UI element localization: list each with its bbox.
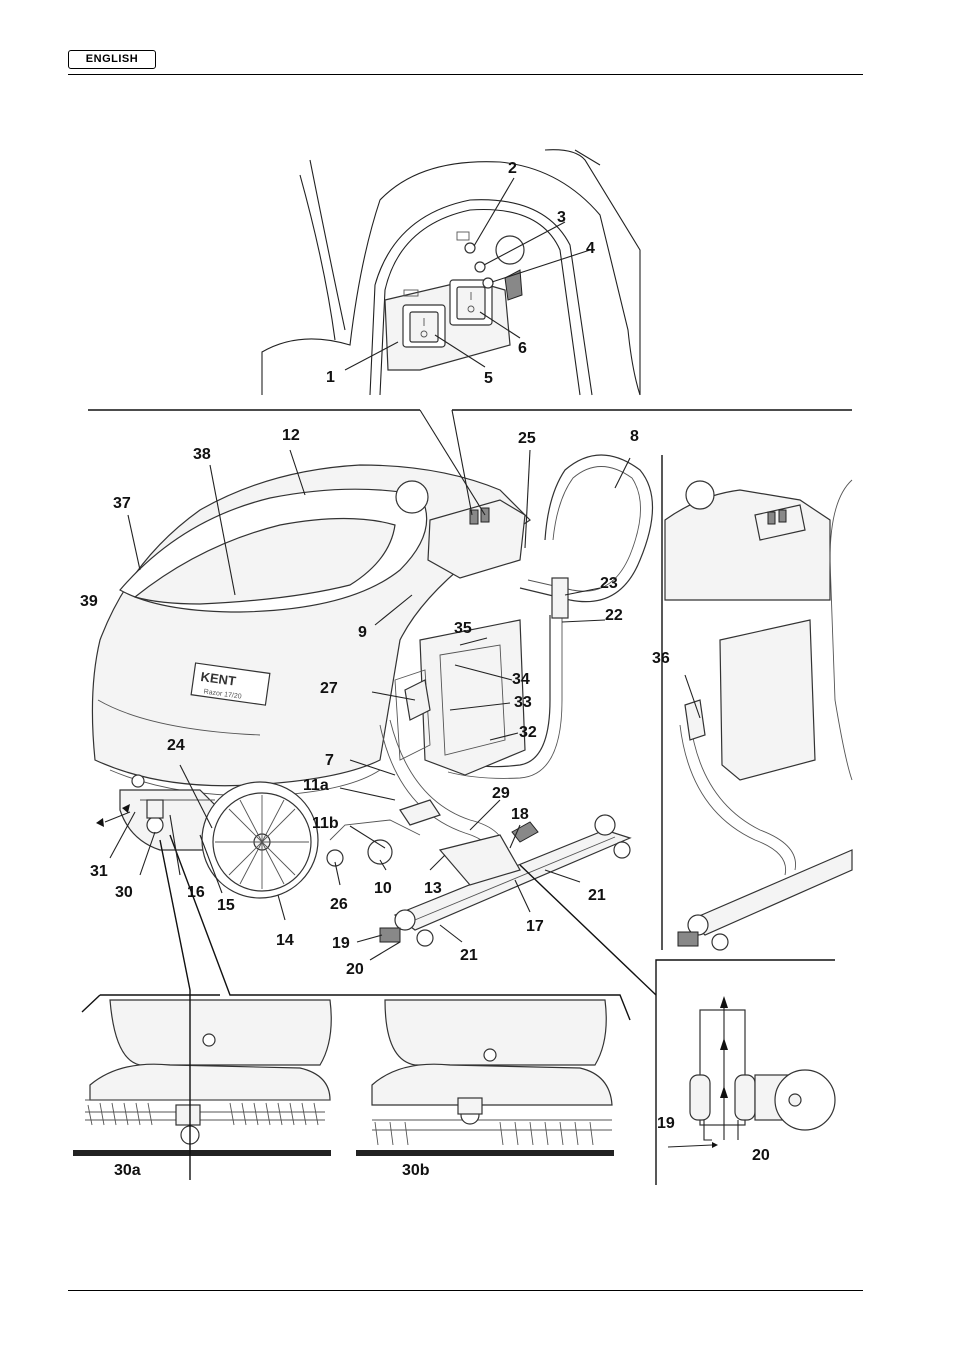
- callout-29: 29: [492, 785, 510, 802]
- callout-5: 5: [484, 370, 493, 387]
- callout-11b: 11b: [312, 815, 339, 832]
- callout-23: 23: [600, 575, 618, 592]
- callout-4: 4: [586, 240, 595, 257]
- callout-10: 10: [374, 880, 392, 897]
- callout-14: 14: [276, 932, 294, 949]
- callout-30a: 30a: [114, 1162, 141, 1179]
- callout-21-right: 21: [588, 887, 606, 904]
- callout-detail-20: 20: [752, 1147, 770, 1164]
- callout-16: 16: [187, 884, 205, 901]
- callout-7: 7: [325, 752, 334, 769]
- callout-6: 6: [518, 340, 527, 357]
- callout-15: 15: [217, 897, 235, 914]
- callout-3: 3: [557, 209, 566, 226]
- callout-20: 20: [346, 961, 364, 978]
- callout-25: 25: [518, 430, 536, 447]
- callout-38: 38: [193, 446, 211, 463]
- callout-2: 2: [508, 160, 517, 177]
- callout-34: 34: [512, 671, 530, 688]
- callout-27: 27: [320, 680, 338, 697]
- callout-11a: 11a: [303, 777, 329, 794]
- callout-12: 12: [282, 427, 300, 444]
- brush-deck-inset-30a: [73, 995, 331, 1156]
- callout-17: 17: [526, 918, 544, 935]
- callout-35: 35: [454, 620, 472, 637]
- brush-deck-inset-30b: [356, 1000, 614, 1156]
- callout-19: 19: [332, 935, 350, 952]
- callout-32: 32: [519, 724, 537, 741]
- callout-9: 9: [358, 624, 367, 641]
- callout-detail-19: 19: [657, 1115, 675, 1132]
- callout-33: 33: [514, 694, 532, 711]
- callout-18: 18: [511, 806, 529, 823]
- callout-36: 36: [652, 650, 670, 667]
- callout-8: 8: [630, 428, 639, 445]
- side-view-inset: [662, 455, 852, 950]
- callout-13: 13: [424, 880, 442, 897]
- callout-31: 31: [90, 863, 108, 880]
- callout-24: 24: [167, 737, 185, 754]
- callout-1: 1: [326, 369, 335, 386]
- callout-21-left: 21: [460, 947, 478, 964]
- callout-22: 22: [605, 607, 623, 624]
- callout-30b: 30b: [402, 1162, 430, 1179]
- callout-37: 37: [113, 495, 131, 512]
- callout-26: 26: [330, 896, 348, 913]
- callout-39: 39: [80, 593, 98, 610]
- control-panel-detail: [262, 150, 640, 395]
- callout-30: 30: [115, 884, 133, 901]
